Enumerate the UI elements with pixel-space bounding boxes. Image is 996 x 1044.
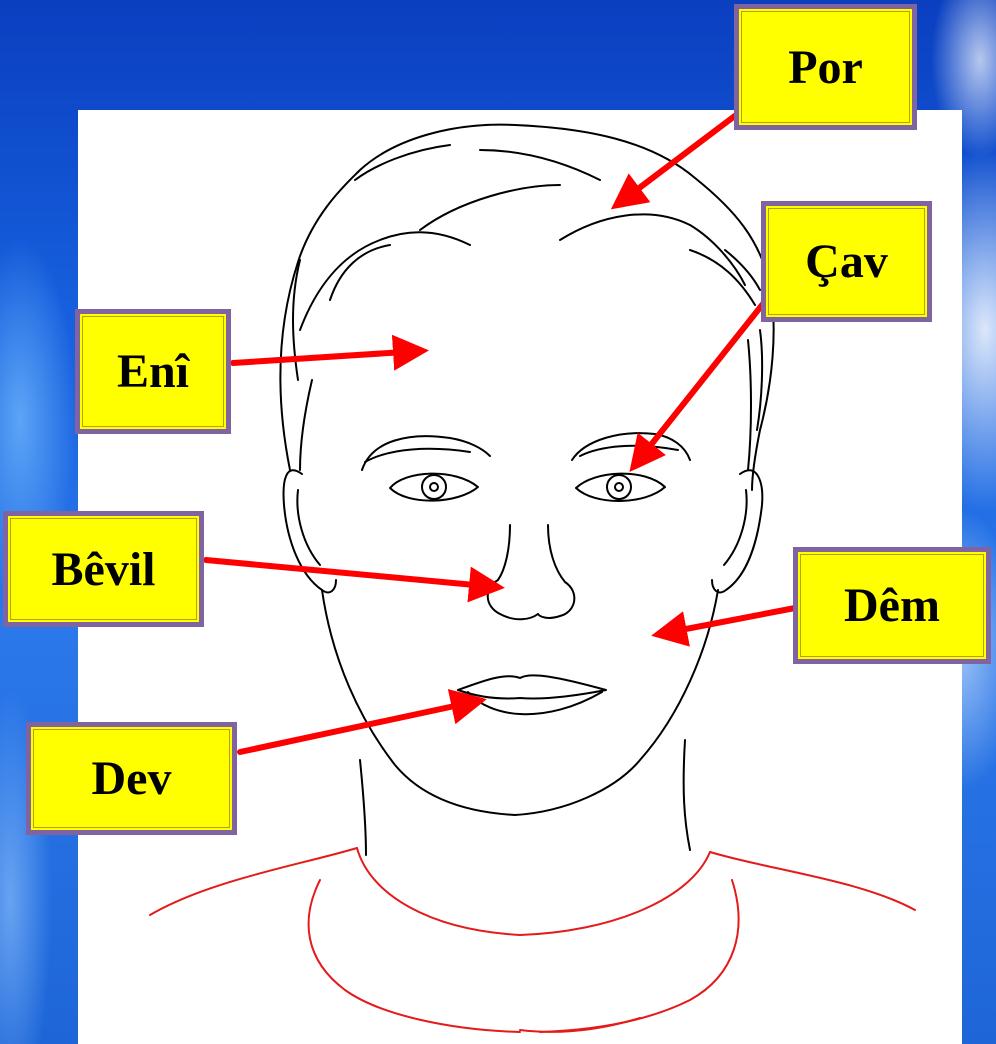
shirt-collar (357, 848, 710, 935)
label-dev: Dev (26, 722, 237, 835)
left-eyebrow (365, 449, 470, 462)
hair-strand (330, 245, 390, 300)
left-iris (422, 475, 446, 499)
label-cav: Çav (761, 201, 932, 322)
jaw-line (322, 590, 718, 815)
label-por: Por (734, 4, 917, 130)
shirt-fold-left (309, 880, 520, 1032)
nose-right (538, 525, 574, 618)
right-ear (712, 470, 762, 592)
right-eye (576, 474, 665, 501)
left-eyebrow (362, 436, 490, 470)
arrow-dem (660, 608, 795, 634)
left-ear-inner (297, 490, 320, 565)
arrow-eni (233, 351, 420, 363)
shirt-shoulder-right (710, 852, 915, 910)
shirt-shoulder-left (150, 848, 357, 915)
nose-left (488, 525, 538, 619)
label-dem: Dêm (793, 547, 991, 664)
hair-strand (560, 214, 745, 285)
hair-strand (480, 150, 600, 180)
hair-strand (690, 250, 755, 305)
arrow-por (618, 112, 740, 204)
upper-lip (458, 675, 606, 698)
hair-strand (757, 330, 762, 430)
right-iris (607, 475, 631, 499)
neck-left (360, 760, 366, 855)
left-pupil (430, 483, 438, 491)
hair-strand (725, 250, 760, 290)
right-ear-inner (724, 490, 747, 565)
arrow-bevil (206, 560, 496, 587)
shirt-crease (520, 1018, 640, 1032)
label-bevil: Bêvil (3, 511, 204, 627)
left-eye (390, 474, 478, 501)
head-right-side (748, 340, 751, 470)
lower-lip (468, 692, 602, 714)
right-eyebrow (580, 446, 678, 456)
head-left-side (300, 380, 312, 470)
arrow-cav (635, 300, 766, 465)
right-pupil (615, 483, 623, 491)
neck-right (684, 740, 690, 850)
hair-strand (420, 185, 560, 230)
label-eni: Enî (75, 309, 231, 434)
shirt-fold-right (540, 880, 739, 1032)
